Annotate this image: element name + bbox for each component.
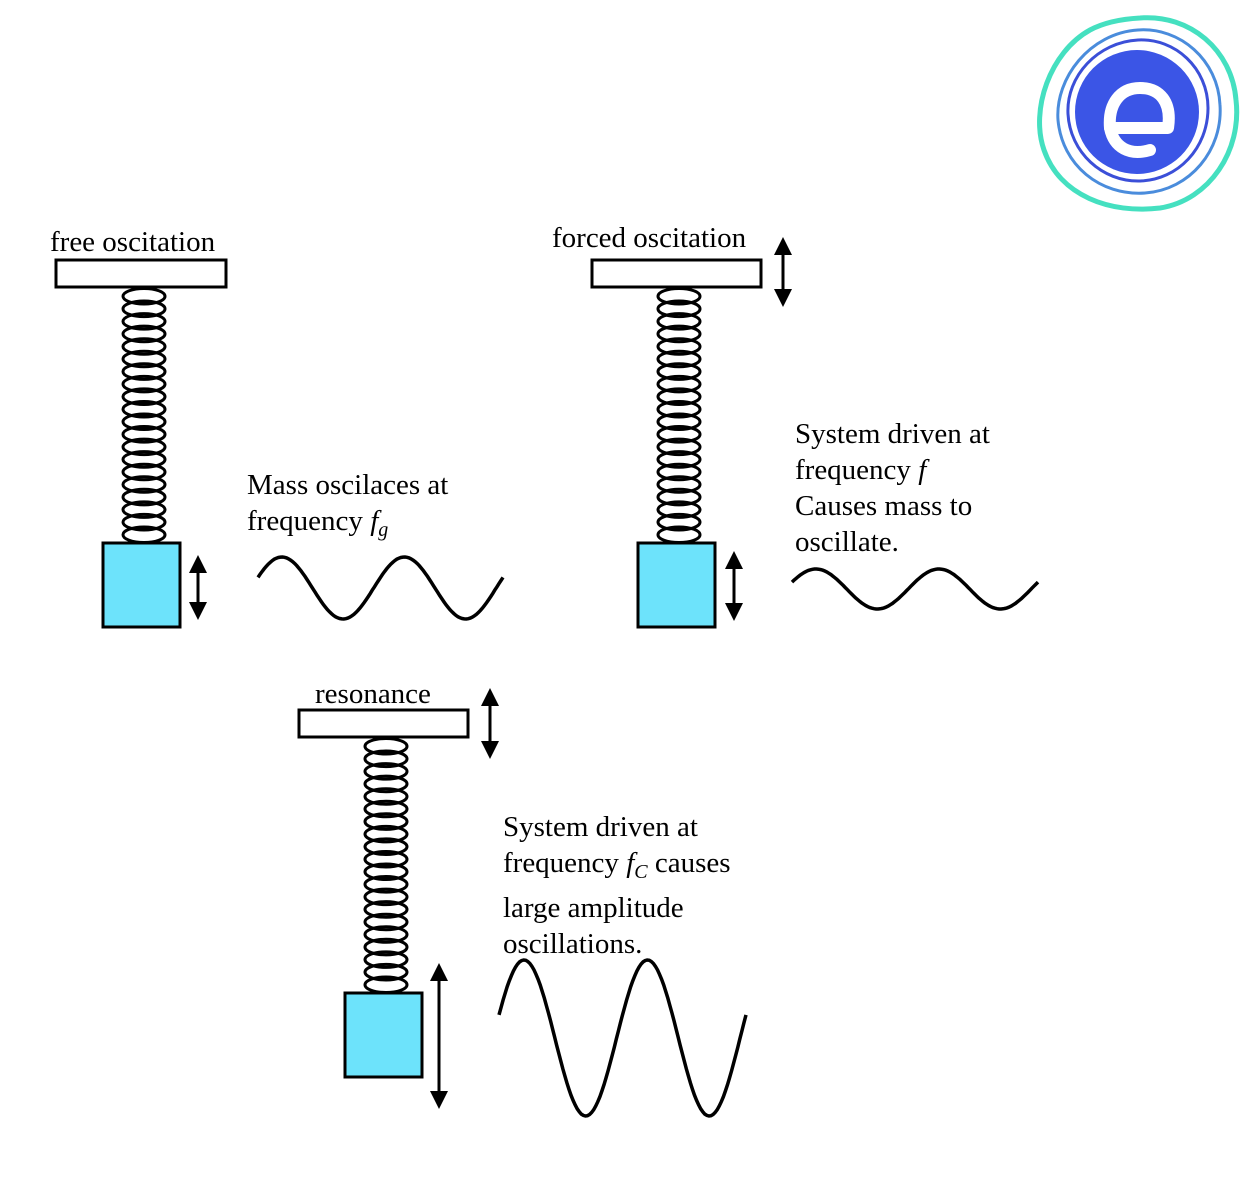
- forced-wave: [790, 567, 1040, 611]
- resonance-title: resonance: [315, 678, 431, 710]
- spring-coil: [363, 937, 409, 957]
- resonance-desc-prefix: frequency: [503, 847, 627, 879]
- spring-coil: [121, 399, 167, 419]
- spring-coil: [656, 337, 702, 356]
- spring-coil: [121, 437, 167, 457]
- forced-description: System driven at frequency f Causes mass…: [795, 416, 990, 560]
- resonance-description: System driven at frequency fC causes lar…: [503, 809, 731, 962]
- free-spring: [121, 286, 167, 545]
- spring-coil: [121, 374, 167, 394]
- spring-coil: [121, 324, 167, 344]
- spring-coil: [656, 450, 702, 469]
- free-description: Mass oscilaces at frequency fg: [247, 467, 448, 548]
- spring-coil: [363, 925, 409, 944]
- resonance-support-bar: [297, 708, 470, 739]
- spring-coil: [121, 312, 167, 331]
- spring-coil: [656, 437, 702, 457]
- spring-coil: [121, 286, 167, 306]
- resonance-desc-line3: large amplitude: [503, 892, 684, 924]
- spring-coil: [121, 299, 167, 319]
- spring-coil: [121, 425, 167, 444]
- spring-coil: [363, 900, 409, 919]
- spring-coil: [363, 962, 409, 982]
- spring-coil: [363, 912, 409, 932]
- free-desc-line1: Mass oscilaces at: [247, 469, 449, 501]
- spring-coil: [656, 324, 702, 344]
- spring-coil: [363, 824, 409, 844]
- spring-coil: [363, 812, 409, 831]
- free-desc-line2: frequency fg: [247, 503, 448, 548]
- free-mass-block: [101, 541, 182, 629]
- resonance-desc-line1: System driven at: [503, 811, 698, 843]
- spring-coil: [121, 462, 167, 482]
- spring-coil: [656, 374, 702, 394]
- spring-coil: [656, 412, 702, 432]
- forced-mass-block: [636, 541, 717, 629]
- forced-support-bar: [590, 258, 763, 289]
- resonance-spring: [363, 736, 409, 995]
- spring-coil: [656, 362, 702, 381]
- spring-coil: [121, 450, 167, 469]
- spring-coil: [656, 286, 702, 306]
- spring-coil: [656, 462, 702, 482]
- spring-coil: [121, 349, 167, 369]
- spring-coil: [363, 875, 409, 894]
- forced-spring: [656, 286, 702, 545]
- free-support-bar: [54, 258, 228, 289]
- spring-coil: [363, 774, 409, 794]
- spring-coil: [363, 749, 409, 769]
- spring-coil: [656, 500, 702, 519]
- resonance-desc-line4: oscillations.: [503, 928, 643, 960]
- free-desc-prefix: frequency: [247, 505, 371, 537]
- spring-coil: [121, 387, 167, 406]
- spring-coil: [656, 425, 702, 444]
- spring-coil: [656, 387, 702, 406]
- resonance-mass-block: [343, 991, 424, 1079]
- free-desc-sub: g: [378, 519, 389, 541]
- spring-coil: [363, 849, 409, 869]
- forced-desc-line1: System driven at: [795, 418, 990, 450]
- spring-coil: [363, 736, 409, 756]
- spring-coil: [656, 487, 702, 507]
- spring-coil: [656, 475, 702, 494]
- resonance-desc-suffix: causes: [647, 847, 731, 879]
- spring-coil: [121, 337, 167, 356]
- forced-desc-var: f: [918, 454, 927, 486]
- spring-coil: [121, 362, 167, 381]
- forced-desc-prefix: frequency: [795, 454, 919, 486]
- spring-coil: [363, 862, 409, 882]
- spring-coil: [363, 762, 409, 781]
- spring-coil: [656, 312, 702, 331]
- spring-coil: [363, 837, 409, 856]
- resonance-desc-sub: C: [634, 861, 648, 883]
- spring-coil: [121, 500, 167, 519]
- resonance-desc-var: f: [626, 847, 635, 879]
- e-logo-icon: [1037, 15, 1240, 212]
- spring-coil: [121, 412, 167, 432]
- free-wave: [256, 555, 505, 621]
- spring-coil: [656, 349, 702, 369]
- spring-coil: [656, 512, 702, 532]
- resonance-desc-line2: frequency fC causes: [503, 845, 731, 890]
- spring-coil: [656, 399, 702, 419]
- spring-coil: [363, 787, 409, 806]
- spring-coil: [656, 299, 702, 319]
- free-desc-var: f: [370, 505, 379, 537]
- free-title: free oscitation: [50, 226, 216, 258]
- spring-coil: [363, 950, 409, 969]
- spring-coil: [363, 799, 409, 819]
- forced-title: forced oscitation: [552, 222, 747, 254]
- spring-coil: [363, 887, 409, 907]
- forced-desc-line4: oscillate.: [795, 526, 899, 558]
- spring-coil: [121, 512, 167, 532]
- spring-coil: [121, 487, 167, 507]
- resonance-wave: [497, 958, 748, 1118]
- forced-desc-line3: Causes mass to: [795, 490, 973, 522]
- forced-desc-line2: frequency f: [795, 452, 990, 488]
- spring-coil: [121, 475, 167, 494]
